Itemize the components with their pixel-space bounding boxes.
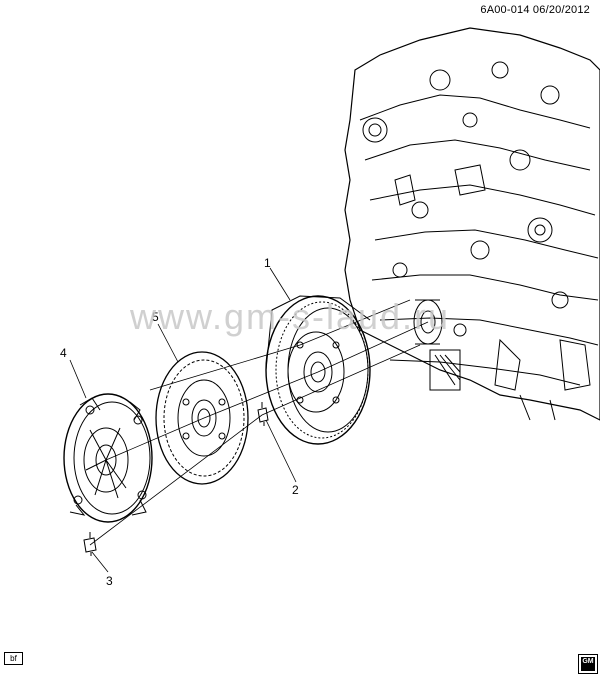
callout-3: 3 bbox=[106, 574, 113, 588]
gm-logo-icon: GM bbox=[578, 654, 598, 674]
alignment-lines bbox=[89, 299, 429, 546]
callout-5: 5 bbox=[152, 310, 159, 324]
watermark-text: www.gm-s-laud.ru bbox=[130, 296, 451, 337]
flywheel bbox=[265, 295, 371, 445]
leader-lines bbox=[69, 267, 297, 573]
engine-block bbox=[344, 27, 600, 421]
clutch-disc bbox=[155, 351, 249, 485]
bf-tag: bf bbox=[4, 652, 23, 665]
flywheel-bolt bbox=[257, 402, 269, 426]
pressure-plate-bolt bbox=[83, 532, 97, 556]
diagram-id-date: 6A00-014 06/20/2012 bbox=[480, 4, 590, 16]
callout-1: 1 bbox=[264, 256, 271, 270]
callout-4: 4 bbox=[60, 346, 67, 360]
gm-logo-text: GM bbox=[581, 657, 595, 671]
pressure-plate bbox=[63, 393, 153, 523]
callout-2: 2 bbox=[292, 483, 299, 497]
